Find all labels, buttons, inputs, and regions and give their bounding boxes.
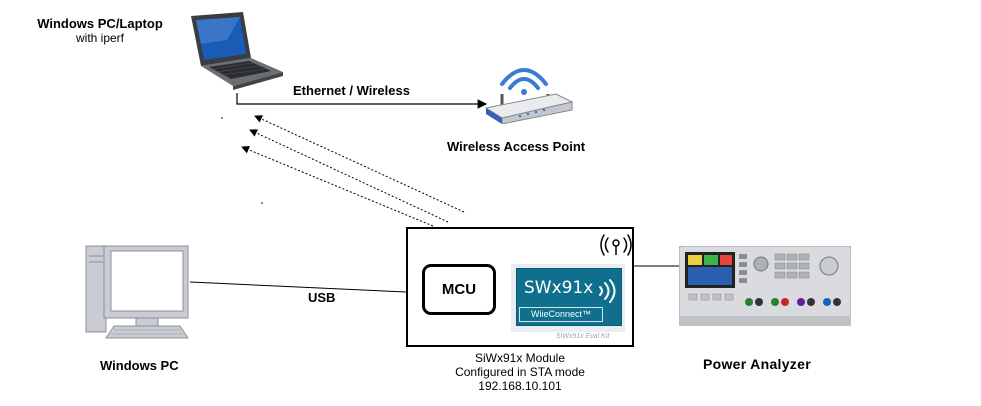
power-analyzer-title: Power Analyzer (703, 356, 811, 372)
module-caption-3: 192.168.10.101 (478, 379, 562, 393)
power-analyzer-icon (679, 246, 851, 326)
desktop-pc-icon (85, 245, 189, 339)
ethernet-wireless-link (236, 93, 488, 109)
mcu-block: MCU (422, 264, 496, 315)
wireless-arrow-3 (241, 145, 434, 227)
laptop-subtitle: with iperf (75, 31, 125, 45)
stray-dot (261, 202, 263, 204)
ethernet-wireless-label: Ethernet / Wireless (293, 83, 410, 98)
siwx91x-chip (516, 268, 622, 326)
windows-pc-title: Windows PC (100, 358, 179, 373)
laptop-title: Windows PC/Laptop (37, 16, 163, 31)
wireless-signal-icon (600, 234, 632, 256)
wireless-arrow-2 (249, 129, 449, 223)
chip-footer: SiWx91x Eval Kit (556, 333, 610, 340)
usb-label: USB (308, 290, 336, 305)
usb-link (189, 281, 407, 293)
stray-dot (221, 117, 223, 119)
chip-brand: WiieConnect™ (519, 307, 603, 322)
chip-wireless-icon (599, 279, 616, 303)
access-point-title: Wireless Access Point (447, 139, 586, 154)
module-caption-2: Configured in STA mode (455, 365, 585, 379)
wireless-arrow-1 (254, 115, 465, 213)
chip-title: SWx91x (524, 278, 594, 298)
wireless-router-icon (484, 68, 574, 124)
module-caption-1: SiWx91x Module (474, 351, 566, 365)
laptop-icon (191, 12, 283, 90)
